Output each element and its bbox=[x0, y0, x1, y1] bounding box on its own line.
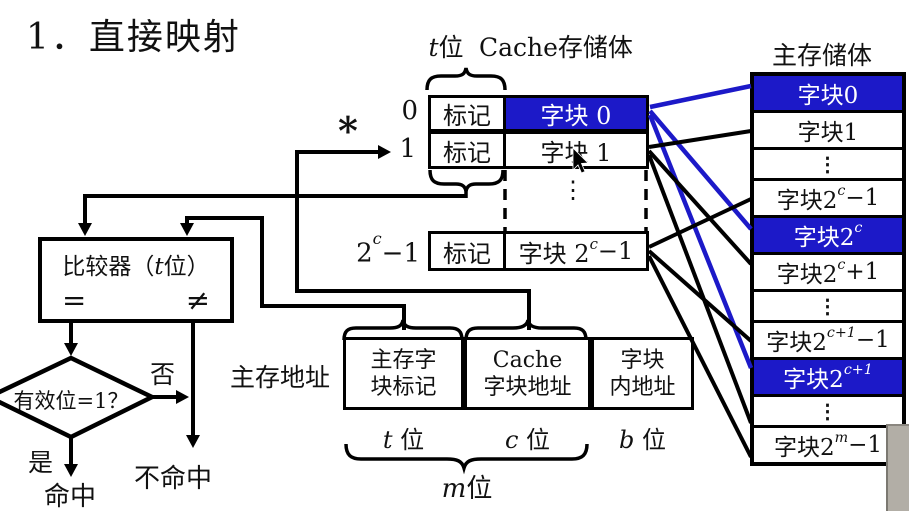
brace-over-tag-column bbox=[425, 67, 507, 91]
cache-row-index-last: 2c−1 bbox=[356, 229, 420, 269]
comparator-box: 比较器（t位） = ≠ bbox=[38, 237, 234, 323]
cache-row-index-1: 1 bbox=[399, 134, 416, 164]
cache-tag-bits-label: t位 bbox=[428, 33, 464, 62]
arrowhead bbox=[78, 223, 92, 236]
address-field-tag: 主存字块标记 bbox=[343, 337, 464, 410]
page-title: 1．直接映射 bbox=[26, 17, 241, 58]
valid-bit-question: 有效位=1？ bbox=[13, 389, 129, 413]
cache-row-index-0: 0 bbox=[401, 96, 418, 126]
cache-tag-cell: 标记 bbox=[428, 95, 506, 132]
b-bits-label: b 位 bbox=[618, 426, 666, 454]
cache-tag-cell: 标记 bbox=[428, 131, 506, 169]
memory-ellipsis-row: ⋮ bbox=[754, 289, 902, 320]
miss-label: 不命中 bbox=[134, 464, 213, 494]
not-equal-sign: ≠ bbox=[185, 283, 210, 317]
no-label: 否 bbox=[150, 360, 176, 389]
hit-label: 命中 bbox=[44, 482, 97, 511]
cache-block-cell-1: 字块 1 bbox=[503, 131, 649, 169]
cache-block-cell-0: 字块 0 bbox=[503, 95, 649, 132]
t-bits-label: t 位 bbox=[382, 426, 425, 454]
equal-sign: = bbox=[62, 283, 87, 317]
memory-ellipsis-row: ⋮ bbox=[754, 147, 902, 178]
arrowhead bbox=[186, 435, 200, 448]
address-field-word: 字块内地址 bbox=[591, 337, 694, 410]
comparator-label: 比较器（t位） bbox=[62, 254, 210, 280]
scrollbar-fragment[interactable] bbox=[886, 424, 909, 511]
cache-tag-cell: 标记 bbox=[428, 231, 506, 271]
cache-memory-title: Cache存储体 bbox=[479, 33, 633, 62]
mapping-lines-block0 bbox=[647, 83, 754, 369]
selected-row-marker: * bbox=[338, 108, 358, 153]
arrowhead bbox=[176, 390, 189, 404]
wire-tag-to-comparator bbox=[83, 194, 466, 224]
mapping-lines-blocklast bbox=[647, 197, 753, 458]
memory-block-row: 字块1 bbox=[754, 110, 902, 147]
m-bits-label: m位 bbox=[441, 474, 493, 504]
memory-block-row: 字块0 bbox=[754, 76, 902, 110]
cache-ellipsis: ⋮ bbox=[561, 176, 585, 204]
c-bits-label: c 位 bbox=[504, 426, 551, 454]
arrowhead bbox=[64, 343, 78, 356]
main-memory-title: 主存储体 bbox=[772, 41, 873, 70]
yes-label: 是 bbox=[28, 448, 54, 477]
tag-funnel-brace bbox=[428, 169, 505, 198]
memory-ellipsis-row: ⋮ bbox=[754, 394, 902, 425]
main-memory-address-label: 主存地址 bbox=[230, 363, 331, 392]
arrowhead bbox=[180, 223, 194, 236]
